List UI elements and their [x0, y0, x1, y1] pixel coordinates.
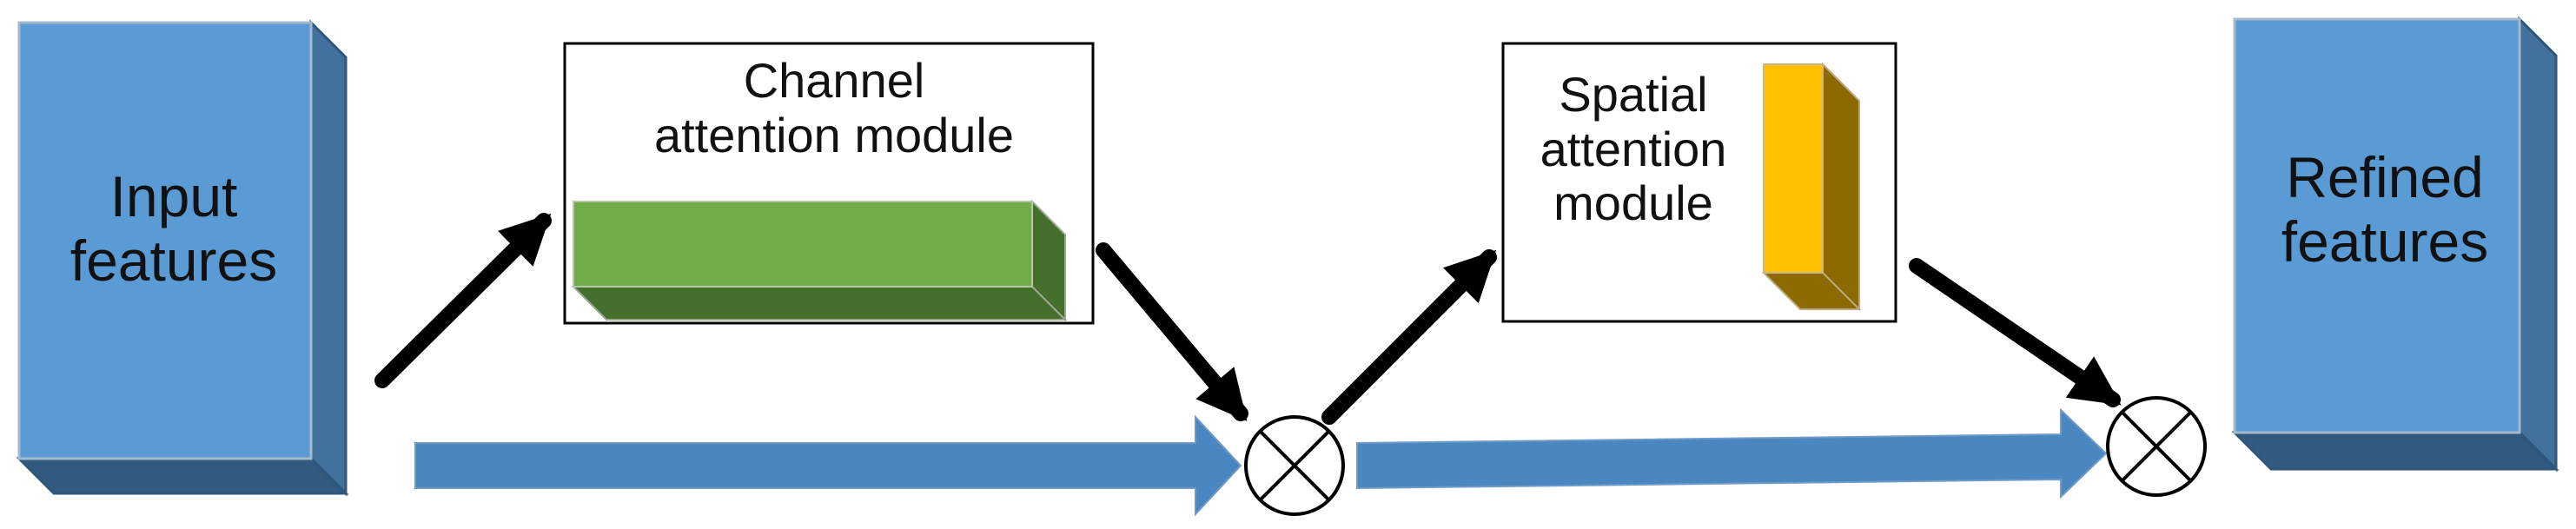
input-block-front: [17, 21, 313, 460]
multiply-operator-2: [2106, 396, 2207, 497]
multiply-operator-1: [1244, 415, 1345, 516]
flow-arrow-2: [1356, 407, 2108, 499]
refined-features-line-2: features: [2281, 208, 2489, 274]
channel-attention-line-2: attention module: [653, 107, 1015, 162]
input-features-line-1: Input: [109, 164, 238, 228]
input-block-bottom: [16, 457, 349, 495]
spatial-attention-line-1: Spatial: [1559, 67, 1708, 122]
spatial-attention-module: [1501, 42, 1897, 323]
input-features-block: [16, 19, 349, 497]
arrow-multiply-to-spatial: [1321, 249, 1497, 425]
channel-attention-module: [563, 42, 1095, 325]
arrow-spatial-to-multiply: [1909, 258, 2122, 407]
refined-features-label: Refined features: [2228, 145, 2541, 274]
refined-features-block: [2231, 16, 2559, 473]
channel-bar-bottom: [571, 286, 1068, 321]
channel-bar-front: [573, 201, 1033, 288]
spatial-attention-label: Spatial attention module: [1503, 67, 1764, 231]
refined-features-line-1: Refined: [2286, 145, 2484, 209]
channel-attention-label: Channel attention module: [565, 53, 1103, 162]
flow-arrow-1: [414, 414, 1242, 517]
spatial-bar-front: [1763, 63, 1824, 274]
spatial-attention-line-3: module: [1553, 175, 1713, 231]
input-features-line-2: features: [70, 228, 278, 293]
input-features-label: Input features: [17, 164, 330, 294]
arrow-channel-to-multiply: [1096, 242, 1248, 421]
spatial-bar-side: [1822, 62, 1860, 312]
arrow-input-to-channel: [374, 213, 552, 388]
refined-block-front: [2233, 17, 2521, 434]
channel-attention-line-1: Channel: [743, 53, 925, 108]
refined-block-bottom: [2231, 431, 2559, 471]
spatial-attention-line-2: attention: [1540, 121, 1727, 176]
